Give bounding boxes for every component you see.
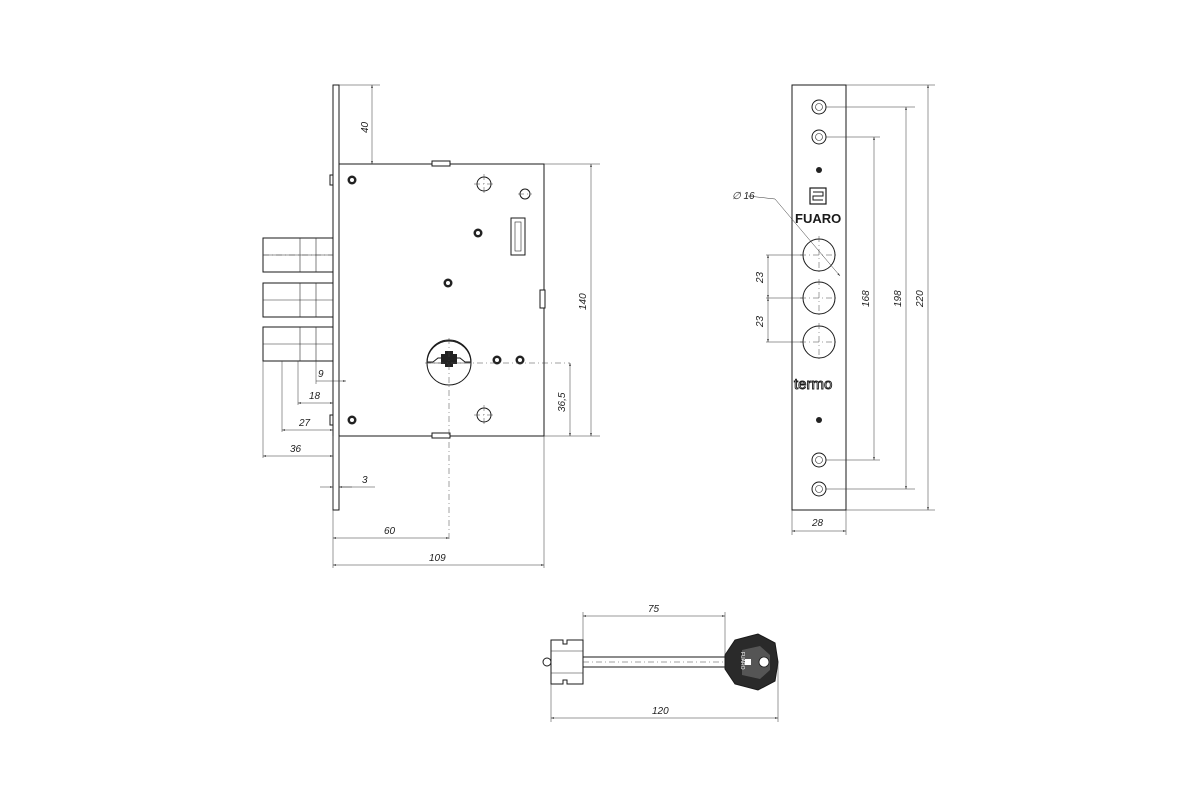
case-notch-top	[431, 160, 451, 167]
dim-label-3: 3	[362, 475, 368, 486]
faceplate-tick	[329, 174, 334, 186]
dim-label-dia-16: ∅ 16	[732, 191, 755, 202]
key-bow-inner	[742, 646, 770, 679]
brand-logo-icon	[809, 187, 827, 205]
screws	[347, 175, 525, 425]
mounting-holes	[474, 174, 532, 425]
screw-head	[446, 281, 450, 285]
logo-mark	[812, 191, 824, 201]
case-notch-right	[539, 289, 546, 309]
front-view-dimensions: 40 140 36,5 9 18 27 36 3 60	[262, 84, 600, 568]
screw-hole-inner	[815, 133, 823, 141]
side-view-dimensions: ∅ 16 23 23 168 198 220 28	[732, 84, 935, 535]
leader-line	[774, 198, 841, 277]
screw-hole-inner	[815, 485, 823, 493]
dim-label-140: 140	[578, 293, 589, 310]
screw-head	[350, 178, 354, 182]
dim-label-9: 9	[318, 369, 324, 380]
screw-head	[495, 358, 499, 362]
brand-name: FUARO	[795, 211, 841, 226]
dim-label-198: 198	[893, 290, 904, 307]
dim-label-120: 120	[652, 706, 669, 717]
key-view: FUARO 75 120	[542, 604, 779, 722]
dim-label-27: 27	[298, 418, 311, 429]
screw-hole-inner	[815, 456, 823, 464]
pin-icon	[816, 417, 822, 423]
series-name: termo	[794, 376, 832, 393]
key-tip	[542, 657, 552, 667]
dim-label-220: 220	[915, 290, 926, 308]
dim-label-28: 28	[811, 518, 824, 529]
dim-label-75: 75	[648, 604, 660, 615]
lock-case	[338, 163, 545, 437]
screw-hole-inner	[815, 103, 823, 111]
keyhole-slot	[445, 351, 453, 367]
key-ring-hole-icon	[758, 656, 770, 668]
dim-label-23-top: 23	[755, 271, 766, 284]
bolt-holes	[800, 236, 838, 361]
screw-head	[350, 418, 354, 422]
dim-label-36: 36	[290, 444, 302, 455]
dim-label-18: 18	[309, 391, 321, 402]
slot-inner	[514, 221, 522, 252]
dim-label-23-bottom: 23	[755, 315, 766, 328]
dim-label-40: 40	[360, 121, 371, 133]
deadbolts	[262, 237, 334, 362]
key-bit	[550, 639, 584, 685]
key-brand-label: FUARO	[739, 652, 745, 670]
key-logo-mark	[745, 659, 751, 665]
dim-label-36-5: 36,5	[557, 392, 568, 412]
slot	[510, 217, 526, 256]
keyhole-top	[426, 339, 472, 363]
lock-front-view	[262, 84, 570, 540]
screw-head	[518, 358, 522, 362]
pin-icon	[816, 167, 822, 173]
case-notch-bottom	[431, 432, 451, 439]
faceplate-tick	[329, 414, 334, 426]
screw-head	[476, 231, 480, 235]
dim-label-60: 60	[384, 526, 396, 537]
leader-line	[747, 195, 776, 200]
dim-label-168: 168	[861, 290, 872, 307]
dim-label-109: 109	[429, 553, 446, 564]
faceplate-side	[332, 84, 340, 511]
faceplate-side-view: FUARO termo	[791, 84, 847, 511]
